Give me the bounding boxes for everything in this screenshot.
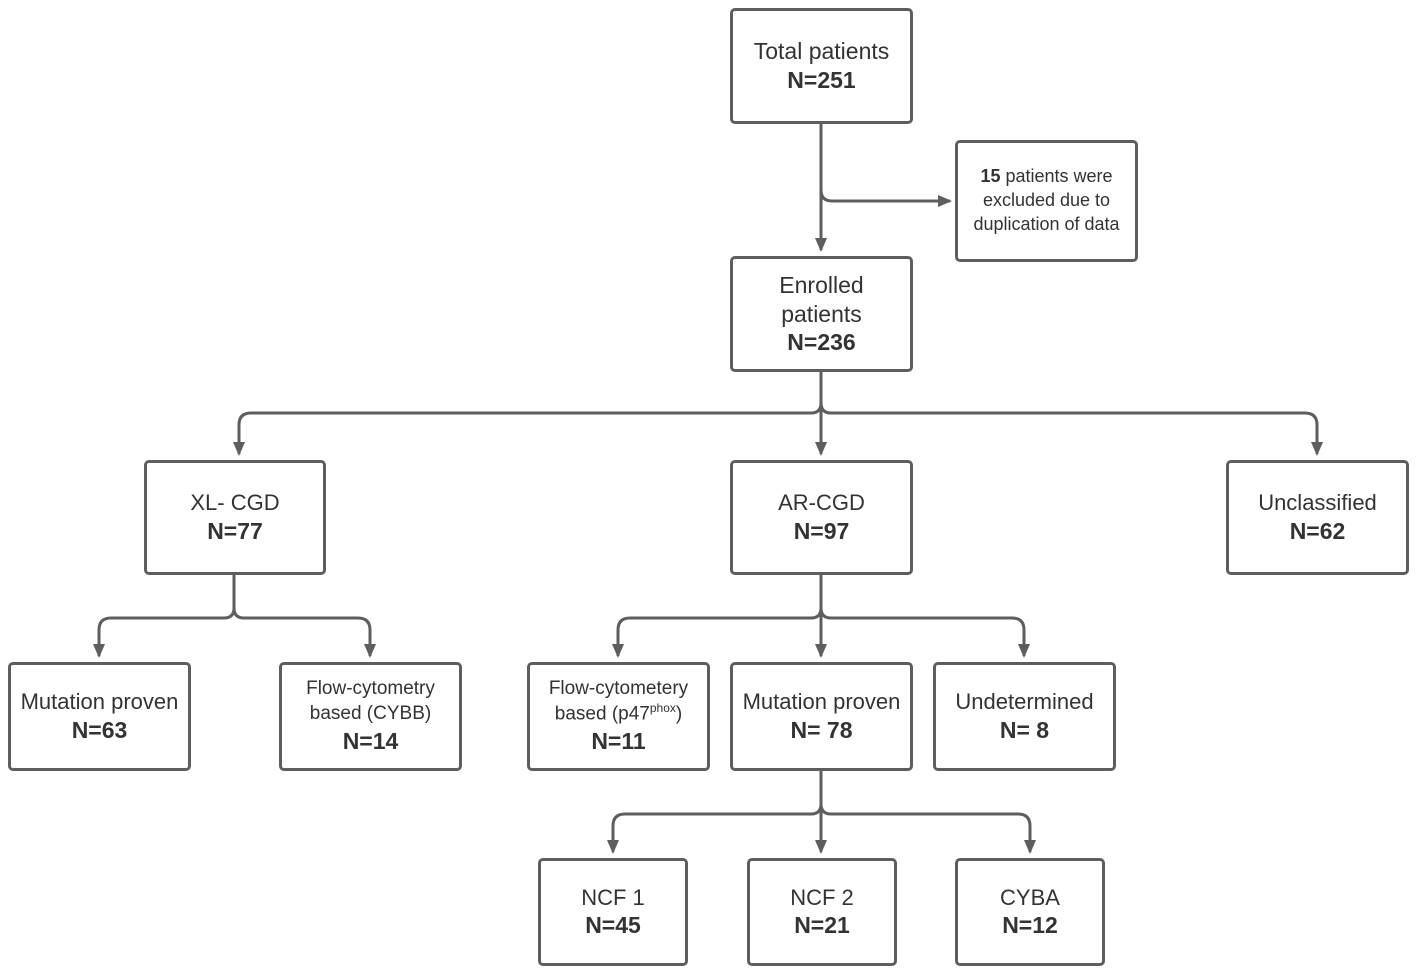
node-count: N=251: [787, 67, 856, 93]
node-count: N=77: [207, 517, 263, 544]
node-count: N=62: [1289, 517, 1346, 544]
node-label: CYBA: [1000, 884, 1060, 910]
node-xl-flow-cytometry: Flow-cytometry based (CYBB) N=14: [279, 662, 462, 771]
edge-xl-mutation: [93, 607, 236, 658]
node-label-line1: Enrolled: [779, 271, 864, 298]
edge-mut-ncf1: [607, 803, 823, 854]
edge-enrolled-xl: [233, 402, 823, 456]
node-excluded-text: 15 patients were excluded due to duplica…: [958, 165, 1135, 237]
edge-total-excluded: [819, 189, 952, 207]
node-label: NCF 2: [790, 884, 854, 910]
node-count: N= 78: [790, 716, 853, 743]
excluded-description: patients were excluded due to duplicatio…: [973, 166, 1120, 234]
node-count: N=63: [71, 716, 128, 743]
node-label-line2: patients: [781, 300, 862, 327]
node-count: N=11: [591, 728, 646, 755]
node-label: XL- CGD: [190, 490, 280, 516]
node-label: Mutation proven: [20, 689, 179, 715]
excluded-count: 15: [980, 166, 1001, 187]
node-count: N=97: [793, 517, 850, 544]
node-label: AR-CGD: [778, 490, 865, 516]
node-xl-mutation-proven: Mutation proven N=63: [8, 662, 191, 771]
node-count: N=236: [787, 329, 856, 356]
edge-mut-cyba: [819, 803, 1036, 854]
node-unclassified: Unclassified N=62: [1226, 460, 1409, 575]
node-label-line2: based (CYBB): [309, 703, 432, 725]
node-count: N=14: [342, 727, 399, 754]
node-enrolled-patients: Enrolled patients N=236: [730, 256, 913, 372]
node-label-line2: based (p47phox): [554, 701, 683, 725]
node-label-line1: Flow-cytometery: [548, 677, 689, 699]
node-ncf1: NCF 1 N=45: [538, 858, 688, 966]
node-total-patients: Total patients N=251: [730, 8, 913, 124]
edge-ar-flow: [612, 607, 823, 658]
node-cyba: CYBA N=12: [955, 858, 1105, 966]
edge-ar-undetermined: [819, 607, 1030, 658]
node-ncf2: NCF 2 N=21: [747, 858, 897, 966]
node-count: N= 8: [999, 716, 1050, 743]
node-ar-cgd: AR-CGD N=97: [730, 460, 913, 575]
node-count: N=12: [1002, 912, 1058, 939]
node-count: N=45: [585, 912, 641, 939]
node-count: N=21: [794, 912, 850, 939]
node-xl-cgd: XL- CGD N=77: [144, 460, 326, 575]
node-ar-mutation-proven: Mutation proven N= 78: [730, 662, 913, 771]
node-label: NCF 1: [581, 884, 645, 910]
node-ar-undetermined: Undetermined N= 8: [933, 662, 1116, 771]
node-ar-flow-cytometry: Flow-cytometery based (p47phox) N=11: [527, 662, 710, 771]
node-label: Undetermined: [955, 689, 1094, 715]
node-label: Unclassified: [1258, 490, 1377, 516]
node-label: Mutation proven: [742, 689, 901, 715]
edge-enrolled-unclassified: [819, 402, 1323, 456]
node-label: Total patients: [753, 38, 890, 65]
edge-xl-flow: [232, 607, 376, 658]
node-label-line1: Flow-cytometry: [306, 678, 435, 700]
node-excluded: 15 patients were excluded due to duplica…: [955, 140, 1138, 262]
